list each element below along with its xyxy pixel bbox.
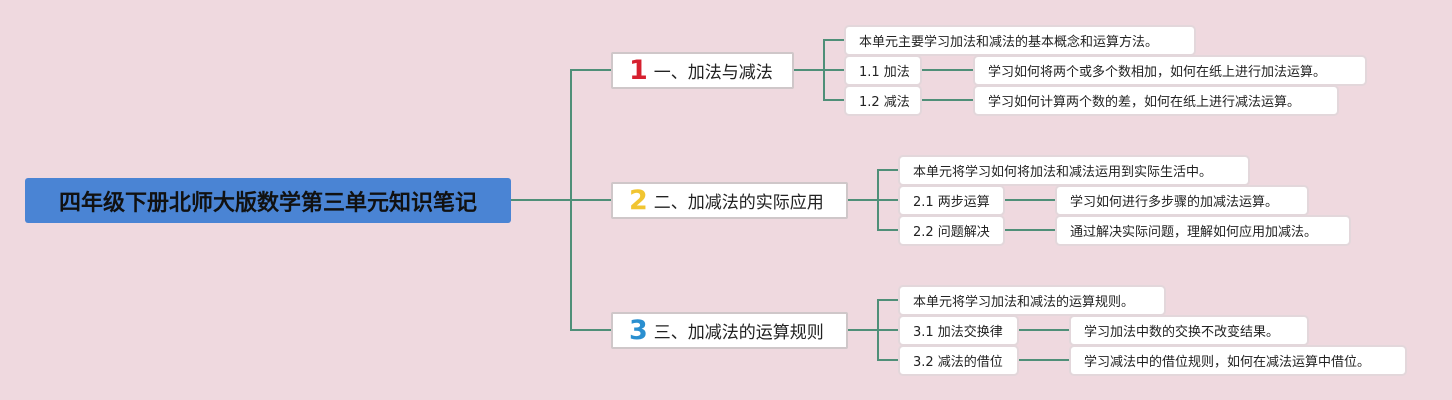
topic-1-2-detail[interactable]: 学习如何计算两个数的差，如何在纸上进行减法运算。 (973, 85, 1339, 116)
topic-2-2[interactable]: 2.2 问题解决 (898, 215, 1005, 246)
number-3-badge: 3 (629, 315, 648, 346)
branch-1-summary[interactable]: 本单元主要学习加法和减法的基本概念和运算方法。 (844, 25, 1196, 56)
topic-3-1-detail[interactable]: 学习加法中数的交换不改变结果。 (1069, 315, 1309, 346)
topic-1-1[interactable]: 1.1 加法 (844, 55, 922, 86)
topic-1-1-detail[interactable]: 学习如何将两个或多个数相加，如何在纸上进行加法运算。 (973, 55, 1367, 86)
branch-3-label: 三、加减法的运算规则 (653, 323, 824, 343)
number-1-badge: 1 (629, 55, 648, 86)
branch-1-label: 一、加法与减法 (653, 63, 773, 83)
topic-3-1[interactable]: 3.1 加法交换律 (898, 315, 1019, 346)
branch-3[interactable]: 3 三、加减法的运算规则 (611, 312, 848, 349)
mindmap-root[interactable]: 四年级下册北师大版数学第三单元知识笔记 (25, 178, 511, 223)
number-2-badge: 2 (629, 185, 648, 216)
branch-2-label: 二、加减法的实际应用 (653, 193, 824, 213)
topic-2-1-detail[interactable]: 学习如何进行多步骤的加减法运算。 (1055, 185, 1309, 216)
topic-3-2-detail[interactable]: 学习减法中的借位规则，如何在减法运算中借位。 (1069, 345, 1407, 376)
topic-1-2[interactable]: 1.2 减法 (844, 85, 922, 116)
branch-2[interactable]: 2 二、加减法的实际应用 (611, 182, 848, 219)
branch-2-summary[interactable]: 本单元将学习如何将加法和减法运用到实际生活中。 (898, 155, 1250, 186)
topic-3-2[interactable]: 3.2 减法的借位 (898, 345, 1019, 376)
topic-2-1[interactable]: 2.1 两步运算 (898, 185, 1005, 216)
branch-1[interactable]: 1 一、加法与减法 (611, 52, 794, 89)
topic-2-2-detail[interactable]: 通过解决实际问题，理解如何应用加减法。 (1055, 215, 1351, 246)
branch-3-summary[interactable]: 本单元将学习加法和减法的运算规则。 (898, 285, 1166, 316)
